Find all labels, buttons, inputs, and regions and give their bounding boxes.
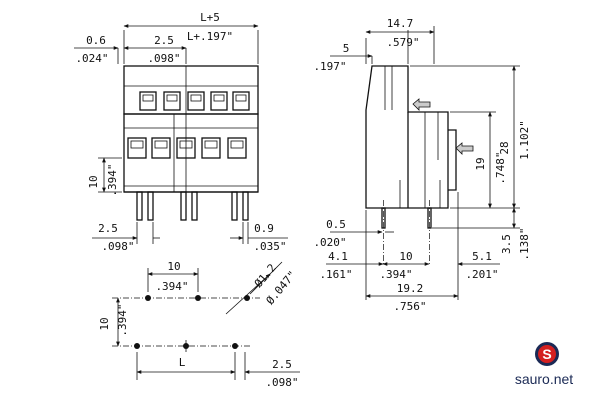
side-left-in: .161"	[319, 268, 352, 281]
side-width-in: .579"	[386, 36, 419, 49]
pcb-footprint: 10 .394" 10 .394" Ø1.2 Ø.047" L 2.5 .098…	[98, 260, 300, 389]
front-pin-pitch-mm: 2.5	[98, 222, 118, 235]
side-view: 14.7 .579" 5 .197" 28 1.102" 19 .748" 0.…	[313, 17, 531, 313]
wire-entry-lower-arrow-icon	[455, 142, 474, 155]
footprint-holes	[134, 295, 250, 349]
front-lower-body	[123, 113, 259, 193]
side-height-mm: 28	[498, 141, 511, 154]
side-width-mm: 14.7	[387, 17, 414, 30]
front-height-mm: 10	[87, 175, 100, 188]
side-pinlen-mm: 3.5	[500, 234, 513, 254]
side-total-mm: 19.2	[397, 282, 424, 295]
side-body-outline	[365, 65, 449, 209]
side-top-in: .197"	[313, 60, 346, 73]
front-pin-mm: 0.9	[254, 222, 274, 235]
side-pin-mm: 0.5	[326, 218, 346, 231]
front-offset-mm: 0.6	[86, 34, 106, 47]
front-pin-pitch-in: .098"	[101, 240, 134, 253]
front-pitch-in: .098"	[147, 52, 180, 65]
side-top-mm: 5	[343, 42, 350, 55]
logo-badge-icon	[538, 345, 556, 363]
footprint-col-mm: 10	[167, 260, 180, 273]
logo-text: sauro.net	[515, 371, 573, 387]
side-mid-in: .748"	[494, 151, 507, 184]
front-width-in: L+.197"	[187, 30, 233, 43]
side-left-mm: 4.1	[328, 250, 348, 263]
side-mid-mm: 19	[474, 157, 487, 170]
front-pins	[136, 191, 249, 221]
front-pitch-mm: 2.5	[154, 34, 174, 47]
front-upper-clamps	[139, 91, 250, 111]
side-right-in: .201"	[465, 268, 498, 281]
side-right-mm: 5.1	[472, 250, 492, 263]
footprint-row-mm: 10	[98, 317, 111, 330]
side-pin-in: .020"	[313, 236, 346, 249]
footprint-col-in: .394"	[155, 280, 188, 293]
footprint-end-mm: 2.5	[272, 358, 292, 371]
front-lower-clamps	[127, 137, 247, 159]
sauro-logo: S sauro.net	[515, 342, 573, 387]
side-total-in: .756"	[393, 300, 426, 313]
wire-entry-upper-arrow-icon	[412, 98, 431, 111]
front-height-in: .394"	[106, 163, 119, 196]
side-height-in: 1.102"	[518, 120, 531, 160]
footprint-row-in: .394"	[116, 303, 129, 336]
side-row-mm: 10	[399, 250, 412, 263]
footprint-length-label: L	[179, 356, 186, 369]
side-row-in: .394"	[379, 268, 412, 281]
front-upper-body	[123, 65, 259, 115]
logo-letter: S	[542, 346, 551, 362]
front-view: L+5 L+.197" 2.5 .098" 0.6 .024" 10 .394"…	[74, 11, 288, 253]
front-offset-in: .024"	[75, 52, 108, 65]
front-pin-in: .035"	[253, 240, 286, 253]
front-width-mm: L+5	[200, 11, 220, 24]
side-pinlen-in: .138"	[518, 227, 531, 260]
footprint-end-in: .098"	[265, 376, 298, 389]
